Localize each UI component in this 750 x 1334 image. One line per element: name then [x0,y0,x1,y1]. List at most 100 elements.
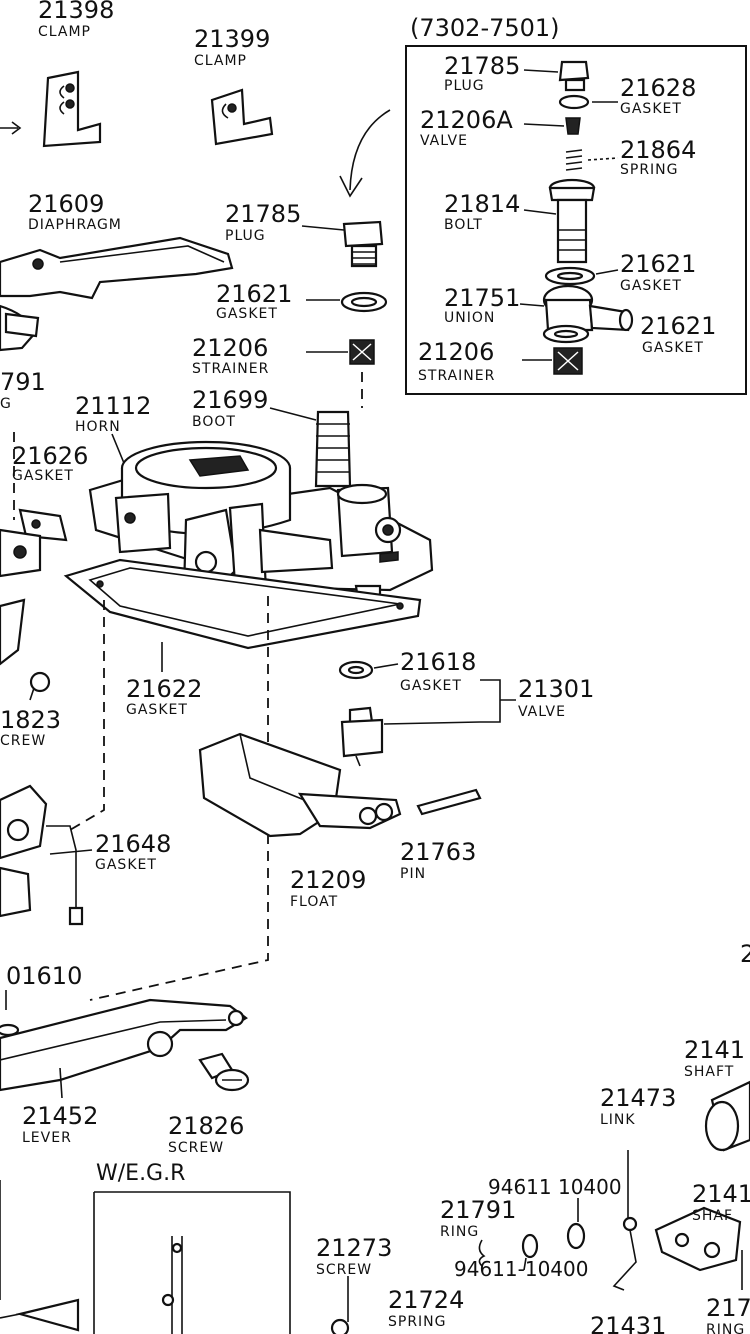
gasket-21622: 21622 GASKET [126,642,202,718]
inset-gasket-mid-name: GASKET [620,278,682,294]
label-21209-num: 21209 [290,866,366,894]
inset-plug-name: PLUG [444,78,485,94]
label-21785-name: PLUG [225,228,266,244]
ring-21791: 21791 RING [440,1196,516,1267]
label-21626-num: 21626 [12,442,88,470]
wegr-box: W/E.G.R [0,1161,291,1334]
label-21273-num: 21273 [316,1234,392,1262]
label-21452-name: LEVER [22,1130,72,1146]
diaphragm-21609: 21609 DIAPHRAGM [0,190,234,352]
label-21209-name: FLOAT [290,894,338,910]
label-2141-top-num: 2141 [684,1036,745,1064]
label-21626-name: GASKET [12,468,74,484]
label-2141-top-name: SHAFT [684,1064,734,1080]
label-21398-num: 21398 [38,0,114,24]
label-21112-num: 21112 [75,392,151,420]
label-21621-name: GASKET [216,306,278,322]
inset-gasket-top-num: 21628 [620,74,696,102]
label-791-name: G [0,396,12,412]
screw-21826: 21826 SCREW [168,1052,250,1156]
screw-1823: 1823 CREW [0,671,61,749]
label-21699-name: BOOT [192,414,236,430]
inset-gasket-top-name: GASKET [620,101,682,117]
label-21724-num: 21724 [388,1286,464,1314]
label-21206-name: STRAINER [192,361,269,377]
arrow-to-inset [339,109,391,198]
label-21826-name: SCREW [168,1140,224,1156]
label-21399-num: 21399 [194,25,270,53]
inset-gasket-low-name: GASKET [642,340,704,356]
label-21699-num: 21699 [192,386,268,414]
label-21452-num: 21452 [22,1102,98,1130]
label-21206-num: 21206 [192,334,268,362]
label-21301-num: 21301 [518,675,594,703]
strainer-21206: 21206 STRAINER [192,334,375,377]
label-1823-name: CREW [0,733,46,749]
inset-strainer-num: 21206 [418,338,494,366]
inset-bolt-name: BOLT [444,217,483,233]
inset-valve-num: 21206A [420,106,513,134]
inset-7302-7501: (7302-7501) 21785 PLUG 21628 GASKET 2120… [405,14,747,395]
valve-21301: 21301 VALVE [340,675,594,767]
gasket-21618: 21618 GASKET [338,648,476,694]
label-21785-num: 21785 [225,200,301,228]
label-2141-mid-num: 2141 [692,1180,750,1208]
lever-21452: 21452 LEVER [0,998,248,1146]
inset-plug-num: 21785 [444,52,520,80]
inset-gasket-mid-num: 21621 [620,250,696,278]
label-wegr: W/E.G.R [96,1161,185,1186]
label-21648-num: 21648 [95,830,171,858]
label-21618-num: 21618 [400,648,476,676]
float-21209: 21209 FLOAT [198,732,402,910]
link-21473: 21473 LINK [600,1084,676,1291]
label-21473-name: LINK [600,1112,636,1128]
label-21273-name: SCREW [316,1262,372,1278]
label-21622-name: GASKET [126,702,188,718]
label-21791-num: 21791 [440,1196,516,1224]
inset-strainer-name: STRAINER [418,368,495,384]
label-21431-num: 21431 [590,1312,666,1334]
gasket-21621: 21621 GASKET [216,280,388,322]
inset-spring-num: 21864 [620,136,696,164]
label-21609-name: DIAPHRAGM [28,217,122,233]
screw-21273: 21273 SCREW [316,1234,392,1334]
inset-gasket-low-num: 21621 [640,312,716,340]
label-21473-num: 21473 [600,1084,676,1112]
label-21826-num: 21826 [168,1112,244,1140]
inset-union-num: 21751 [444,284,520,312]
label-2141-mid-name: SHAF [692,1208,733,1224]
label-21791-name: RING [440,1224,479,1240]
gasket-21648: 21648 GASKET [0,784,171,926]
spring-21724: 21724 SPRING [388,1286,464,1330]
horn-21112: 21112 HORN [63,392,434,650]
partial-body-left [0,598,26,666]
label-217-name: RING [706,1322,745,1334]
label-21301-name: VALVE [518,704,566,720]
pin-21763: 21763 PIN [400,788,482,882]
label-21763-num: 21763 [400,838,476,866]
gasket-21626: 21626 GASKET [0,442,88,578]
ring-217: 217 RING [706,1294,750,1334]
label-21763-name: PIN [400,866,426,882]
label-21112-name: HORN [75,419,121,435]
label-21724-name: SPRING [388,1314,447,1330]
label-21618-name: GASKET [400,678,462,694]
inset-range-label: (7302-7501) [410,14,560,42]
label-217-num: 217 [706,1294,750,1322]
label-21621-num: 21621 [216,280,292,308]
inset-bolt-num: 21814 [444,190,520,218]
label-edge-2: 2 [740,940,750,968]
label-791-num: 791 [0,368,46,396]
shaft-2141: 2141 SHAFT 2141 SHAF [654,1036,750,1290]
label-21398-name: CLAMP [38,24,91,40]
label-01610-num: 01610 [6,962,82,990]
clamp-21398: 21398 CLAMP [0,0,114,148]
inset-spring-name: SPRING [620,162,679,178]
label-94611-bottom: 94611-10400 [454,1257,588,1281]
inset-union-name: UNION [444,310,495,326]
label-21648-name: GASKET [95,857,157,873]
label-1823-num: 1823 [0,706,61,734]
label-21399-name: CLAMP [194,53,247,69]
plug-21785: 21785 PLUG [225,200,384,268]
